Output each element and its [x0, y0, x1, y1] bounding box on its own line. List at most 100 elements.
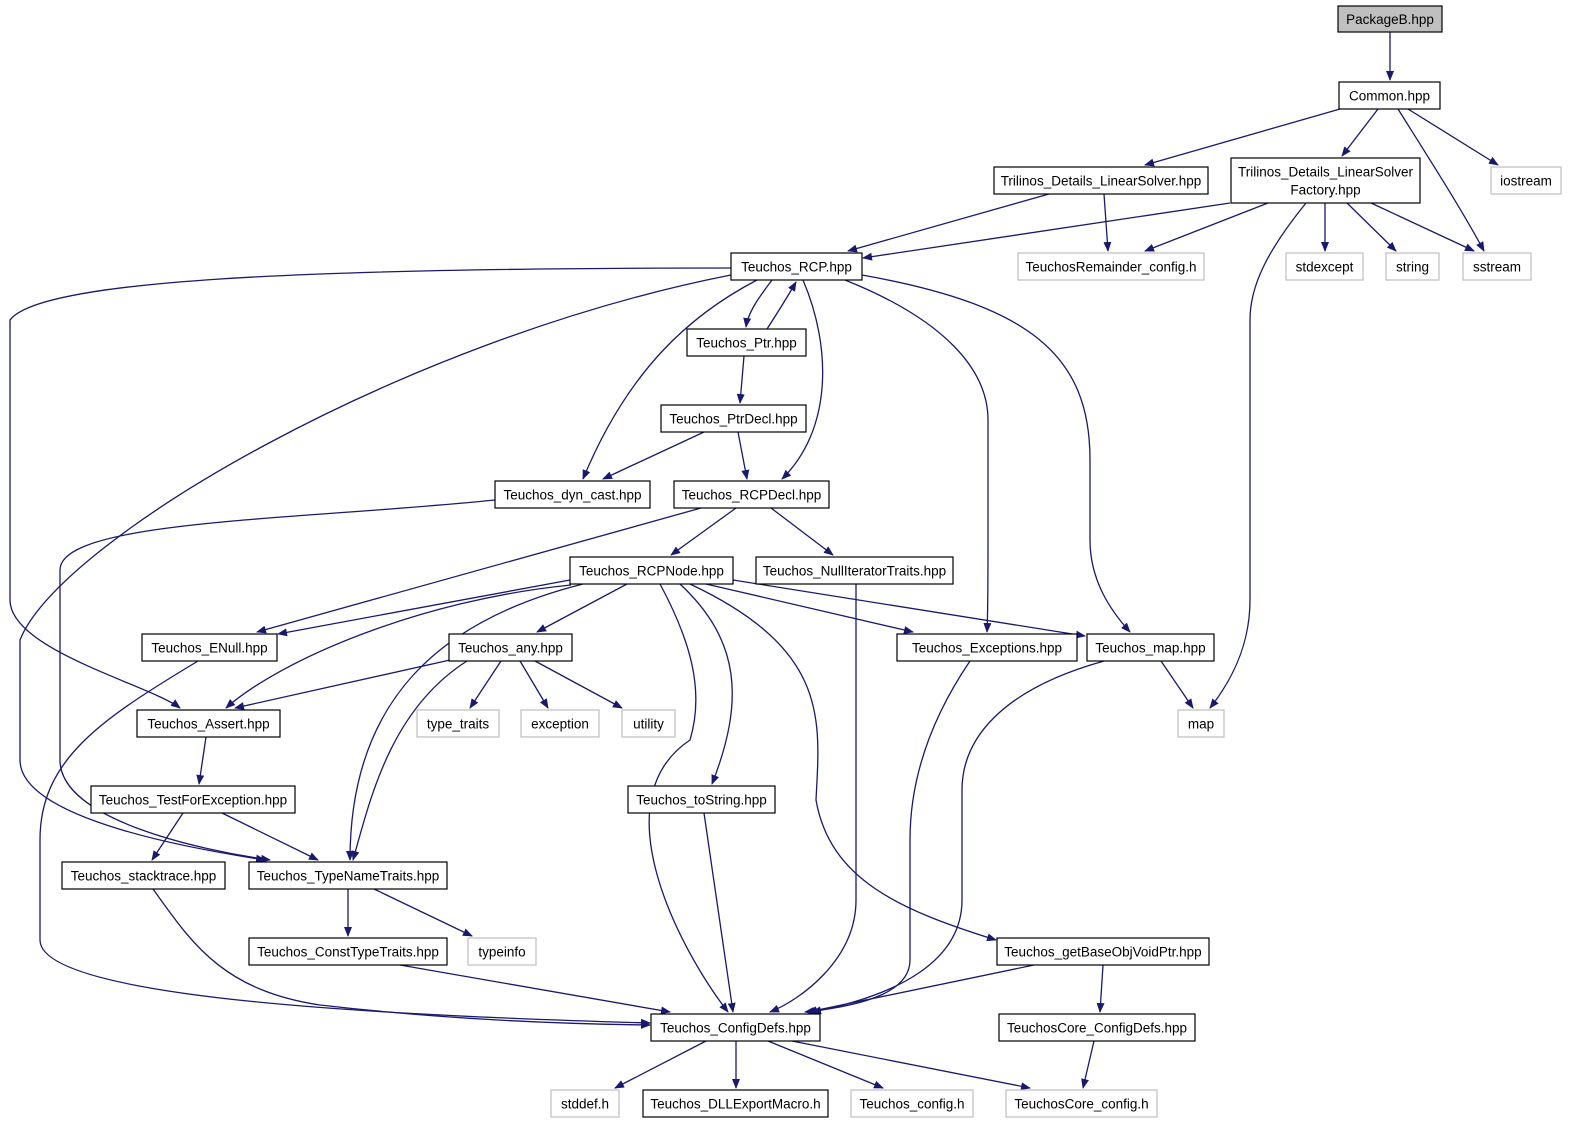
edge-assert-to-testforexception: [196, 736, 207, 785]
edge-exceptions-to-configdefs: [804, 660, 971, 1016]
node-box: [248, 861, 448, 890]
node-label: Factory.hpp: [1290, 183, 1360, 198]
node-configdefs[interactable]: Teuchos_ConfigDefs.hpp: [650, 1013, 821, 1042]
node-label: TeuchosCore_ConfigDefs.hpp: [1007, 1021, 1187, 1036]
node-assert[interactable]: Teuchos_Assert.hpp: [136, 709, 281, 738]
node-ptrdecl[interactable]: Teuchos_PtrDecl.hpp: [660, 404, 807, 433]
edge-rcpdecl-to-rcpnode: [670, 507, 737, 556]
node-box: [1017, 252, 1205, 281]
node-box: [621, 709, 676, 738]
node-dllexport[interactable]: Teuchos_DLLExportMacro.h: [642, 1089, 829, 1118]
node-label: type_traits: [427, 717, 490, 732]
node-label: Teuchos_Assert.hpp: [147, 717, 269, 732]
node-typenametraits[interactable]: Teuchos_TypeNameTraits.hpp: [248, 861, 448, 890]
edges-layer: [9, 32, 1499, 1091]
node-tostring[interactable]: Teuchos_toString.hpp: [627, 785, 776, 814]
edge-rcp-to-typenametraits: [19, 274, 732, 863]
edge-line: [1370, 202, 1475, 252]
node-nulliterator[interactable]: Teuchos_NullIteratorTraits.hpp: [755, 556, 954, 585]
edge-testforexception-to-stacktrace: [151, 812, 184, 861]
node-common[interactable]: Common.hpp: [1338, 81, 1441, 110]
node-label: Teuchos_config.h: [859, 1097, 964, 1112]
node-box: [569, 556, 734, 585]
edge-line: [648, 583, 729, 1013]
edge-line: [736, 355, 745, 404]
node-testforexception[interactable]: Teuchos_TestForException.hpp: [90, 785, 296, 814]
edge-line: [1144, 108, 1341, 167]
edge-line: [811, 660, 1105, 1015]
edge-tostring-to-configdefs: [703, 812, 736, 1013]
node-dyncast[interactable]: Teuchos_dyn_cast.hpp: [494, 480, 651, 509]
edge-ptrdecl-to-rcpdecl: [737, 431, 750, 480]
edge-line: [1081, 1040, 1095, 1089]
edge-common-to-sstream: [1397, 108, 1485, 252]
node-box: [686, 328, 807, 357]
node-box: [248, 937, 448, 966]
edge-line: [847, 193, 1050, 253]
node-teuchos_config: Teuchos_config.h: [850, 1089, 974, 1118]
edge-line: [225, 584, 572, 709]
node-rcpdecl[interactable]: Teuchos_RCPDecl.hpp: [673, 480, 830, 509]
edge-line: [536, 583, 628, 633]
node-exceptions[interactable]: Teuchos_Exceptions.hpp: [896, 633, 1078, 662]
edge-rcp-to-dyncast: [582, 279, 758, 480]
edge-configdefs-to-core_config: [791, 1040, 1031, 1091]
edge-ptrdecl-to-dyncast: [602, 431, 705, 480]
edge-linearsolverfactory-to-string: [1346, 202, 1397, 252]
edge-rcp-to-exceptions: [844, 279, 992, 633]
edge-line: [346, 583, 584, 861]
edge-testforexception-to-typenametraits: [221, 812, 319, 861]
node-utility: utility: [621, 709, 676, 738]
node-ptr[interactable]: Teuchos_Ptr.hpp: [686, 328, 807, 357]
edge-line: [234, 659, 451, 710]
node-rcp[interactable]: Teuchos_RCP.hpp: [730, 252, 863, 281]
edge-line: [151, 812, 184, 861]
node-box: [650, 1013, 821, 1042]
edge-rcpnode-to-any: [536, 583, 628, 633]
node-box: [755, 556, 954, 585]
node-rcpnode[interactable]: Teuchos_RCPNode.hpp: [569, 556, 734, 585]
node-box: [730, 252, 863, 281]
edge-rcpnode-to-assert: [225, 584, 572, 709]
edge-line: [614, 1040, 707, 1089]
node-tmap[interactable]: Teuchos_map.hpp: [1086, 633, 1215, 662]
edge-line: [705, 583, 914, 634]
node-linearsolver[interactable]: Trilinos_Details_LinearSolver.hpp: [993, 166, 1209, 195]
node-box: [642, 1089, 829, 1118]
node-string: string: [1385, 252, 1440, 281]
edge-linearsolverfactory-to-map: [1209, 202, 1307, 709]
node-stacktrace[interactable]: Teuchos_stacktrace.hpp: [61, 861, 226, 890]
edge-configdefs-to-teuchos_config: [767, 1040, 884, 1089]
node-coreconfigdefs[interactable]: TeuchosCore_ConfigDefs.hpp: [998, 1013, 1196, 1042]
edge-common-to-linearsolver: [1144, 108, 1341, 167]
node-box: [416, 709, 500, 738]
edge-tmap-to-configdefs: [811, 660, 1105, 1015]
node-stdexcept: stdexcept: [1285, 252, 1364, 281]
edge-line: [670, 507, 737, 556]
edge-line: [791, 1040, 1031, 1091]
node-label: typeinfo: [478, 945, 525, 960]
node-getbaseobj[interactable]: Teuchos_getBaseObjVoidPtr.hpp: [996, 937, 1210, 966]
node-enull[interactable]: Teuchos_ENull.hpp: [141, 633, 278, 662]
node-label: string: [1396, 260, 1429, 275]
edge-line: [781, 279, 824, 480]
node-box: [996, 937, 1210, 966]
node-any[interactable]: Teuchos_any.hpp: [448, 633, 573, 662]
edge-dyncast-to-typenametraits: [59, 499, 496, 863]
node-consttypetraits[interactable]: Teuchos_ConstTypeTraits.hpp: [248, 937, 448, 966]
node-label: Teuchos_any.hpp: [458, 641, 563, 656]
edge-enull-to-configdefs: [39, 660, 651, 1027]
edge-rcp-to-ptr: [743, 279, 773, 328]
edge-rcpdecl-to-nulliterator: [770, 507, 834, 556]
edge-linearsolver-to-remainder_config: [1103, 193, 1112, 252]
edge-configdefs-to-stddef: [614, 1040, 707, 1089]
node-label: Teuchos_Exceptions.hpp: [912, 641, 1062, 656]
node-label: Trilinos_Details_LinearSolver: [1238, 165, 1414, 180]
node-packageb[interactable]: PackageB.hpp: [1337, 5, 1443, 33]
edge-line: [1103, 193, 1112, 252]
node-map: map: [1177, 709, 1225, 738]
node-label: map: [1188, 717, 1214, 732]
node-label: Teuchos_RCPDecl.hpp: [682, 488, 822, 503]
edge-line: [1341, 108, 1379, 157]
